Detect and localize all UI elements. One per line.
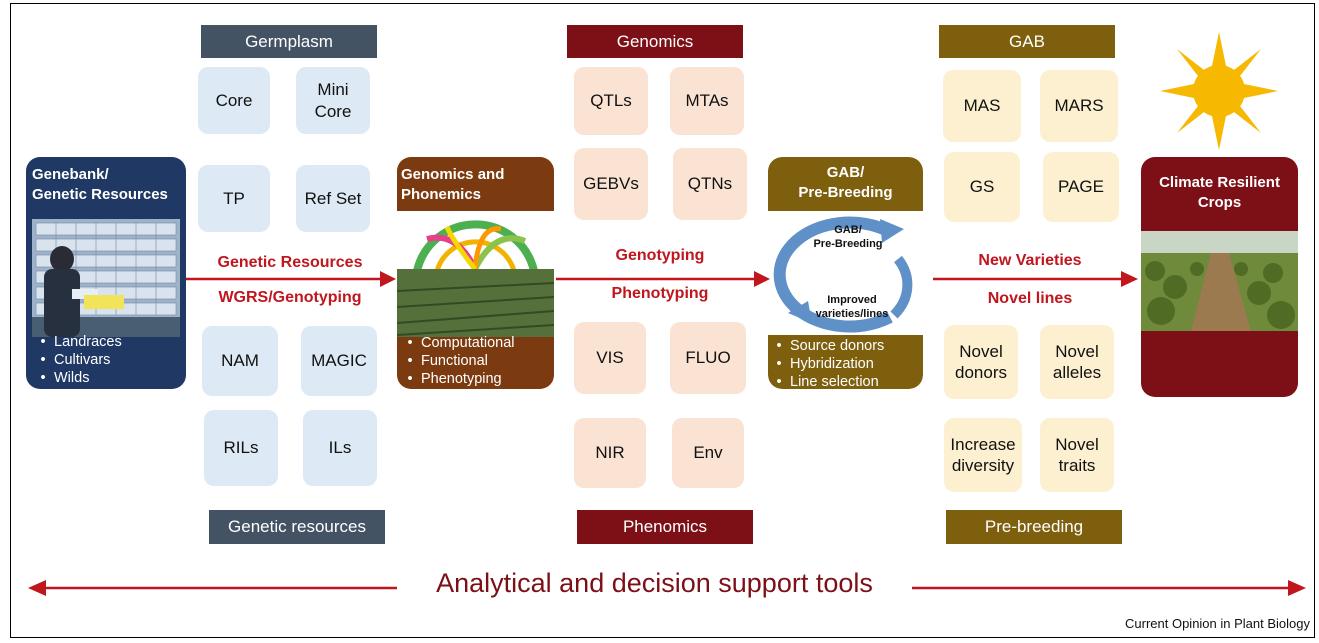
phenomics-box-fluo: FLUO [670, 322, 746, 394]
gab-card-title: GAB/ Pre-Breeding [768, 157, 923, 203]
crop-field-photo [1141, 231, 1298, 331]
germplasm-box-tp: TP [198, 165, 270, 232]
genomics-phenomics-card: Genomics and Phonemics Computational Fun… [397, 157, 554, 389]
gab-prebreeding-card: GAB/ Pre-Breeding GAB/ Pre-Breeding Impr… [768, 157, 923, 389]
arrow-label-genotyping: Genotyping [615, 247, 705, 264]
gab-card-title-line2: Pre-Breeding [798, 183, 893, 201]
genomics-phenomics-title-line2: Phonemics [401, 185, 482, 203]
gab-header: GAB [939, 25, 1115, 58]
gab-card-title-line1: GAB/ [826, 164, 865, 181]
cycle-label-bottom: Improved varieties/lines [804, 293, 900, 322]
germplasm-box-ref-set: Ref Set [296, 165, 370, 232]
climate-title-line1: Climate Resilient [1159, 174, 1280, 191]
genomics-phenomics-title-line1: Genomics and [401, 166, 505, 183]
prebreeding-box-novel-traits: Novel traits [1040, 418, 1114, 492]
genebank-title-line2: Genetic Resources [32, 185, 168, 203]
gab-card-items: Source donors Hybridization Line selecti… [768, 337, 923, 389]
credit-text: Current Opinion in Plant Biology [1125, 616, 1310, 631]
gab-box-page: PAGE [1043, 152, 1119, 222]
genebank-item-landraces: Landraces [32, 333, 186, 351]
phenomics-box-nir: NIR [574, 418, 646, 488]
genomics-box-qtns: QTNs [673, 148, 747, 220]
arrow-genomics-to-gab [556, 271, 770, 287]
gab-card-header-bg [768, 157, 923, 211]
genomics-header: Genomics [567, 25, 743, 58]
genomics-phenomics-title: Genomics and Phonemics [397, 157, 554, 205]
genebank-item-cultivars: Cultivars [32, 351, 186, 369]
genomics-box-mtas: MTAs [670, 67, 744, 135]
climate-title: Climate Resilient Crops [1141, 157, 1298, 213]
bottom-double-arrow [28, 580, 1306, 596]
resource-box-nam: NAM [202, 326, 278, 396]
gab-item-source-donors: Source donors [768, 337, 923, 355]
germplasm-box-mini-core: Mini Core [296, 67, 370, 134]
climate-title-line2: Crops [1197, 193, 1242, 211]
genebank-card: Genebank/ Genetic Resources Landraces Cu… [26, 157, 186, 389]
gab-box-mas: MAS [943, 70, 1021, 142]
genomics-box-qtls: QTLs [574, 67, 648, 135]
gab-item-hybridization: Hybridization [768, 355, 923, 373]
germplasm-box-core: Core [198, 67, 270, 134]
prebreeding-box-novel-alleles: Novel alleles [1040, 325, 1114, 399]
genomics-box-gebvs: GEBVs [574, 148, 648, 220]
resource-box-magic: MAGIC [301, 326, 377, 396]
phenomics-box-env: Env [672, 418, 744, 488]
bottom-banner-text: Analytical and decision support tools [436, 568, 873, 598]
arrow-label-genetic-resources: Genetic Resources [217, 254, 363, 271]
prebreeding-box-increase-diversity: Increase diversity [944, 418, 1022, 492]
genebank-items: Landraces Cultivars Wilds [26, 333, 186, 387]
climate-crops-card: Climate Resilient Crops [1141, 157, 1298, 397]
breeding-cycle-graphic [773, 216, 913, 333]
resource-box-rils: RILs [204, 410, 278, 486]
prebreeding-box-novel-donors: Novel donors [944, 325, 1018, 399]
phenomics-header: Phenomics [577, 510, 753, 544]
gab-box-gs: GS [944, 152, 1020, 222]
cycle-bottom-line2: varieties/lines [815, 308, 889, 321]
cycle-label-top: GAB/ Pre-Breeding [808, 223, 888, 252]
gp-item-functional: Functional [399, 352, 554, 370]
arrow-label-new-varieties: New Varieties [978, 252, 1082, 269]
genebank-title: Genebank/ Genetic Resources [26, 157, 186, 205]
field-circos-graphic [397, 211, 554, 337]
sun-icon [1160, 32, 1278, 150]
gp-item-computational: Computational [399, 334, 554, 352]
cycle-top-line1: GAB/ [834, 224, 862, 236]
pre-breeding-header: Pre-breeding [946, 510, 1122, 544]
cycle-top-line2: Pre-Breeding [813, 238, 883, 251]
gp-item-phenotyping: Phenotyping [399, 370, 554, 388]
arrow-label-phenotyping: Phenotyping [611, 285, 709, 302]
gab-box-mars: MARS [1040, 70, 1118, 142]
phenomics-box-vis: VIS [574, 322, 646, 394]
arrow-label-novel-lines: Novel lines [987, 290, 1073, 307]
cycle-bottom-line1: Improved [827, 294, 877, 306]
gab-item-line-selection: Line selection [768, 373, 923, 389]
arrow-gab-to-crops [933, 271, 1138, 287]
genetic-resources-header: Genetic resources [209, 510, 385, 544]
genomics-phenomics-items: Computational Functional Phenotyping [397, 334, 554, 388]
resource-box-ils: ILs [303, 410, 377, 486]
genebank-title-line1: Genebank/ [32, 166, 109, 183]
figure-frame [10, 3, 1315, 638]
arrow-genebank-to-genomics [183, 271, 396, 287]
genebank-item-wilds: Wilds [32, 369, 186, 387]
genebank-storage-photo [32, 219, 180, 337]
arrow-label-wgrs-genotyping: WGRS/Genotyping [218, 289, 362, 306]
germplasm-header: Germplasm [201, 25, 377, 58]
